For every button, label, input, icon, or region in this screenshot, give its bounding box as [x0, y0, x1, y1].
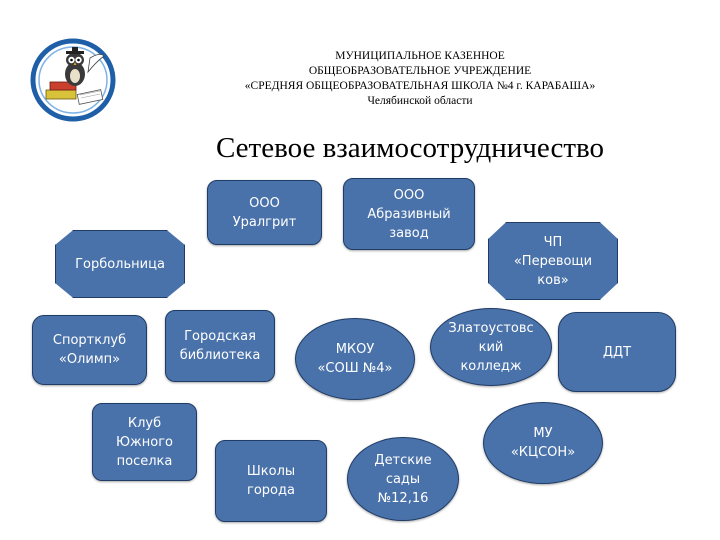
header-line-3: «СРЕДНЯЯ ОБЩЕОБРАЗОВАТЕЛЬНАЯ ШКОЛА №4 г.…	[244, 80, 596, 92]
node-klub-yuzhnogo-poselka: Клуб Южного поселка	[92, 403, 197, 481]
node-gorbolnitsa: Горбольница	[55, 230, 185, 298]
node-gorodskaya-biblioteka: Городская библиотека	[165, 310, 275, 382]
node-ddt: ДДТ	[558, 312, 676, 392]
school-header: МУНИЦИПАЛЬНОЕ КАЗЕННОЕ ОБЩЕОБРАЗОВАТЕЛЬН…	[180, 49, 660, 109]
page-title: Сетевое взаимосотрудничество	[215, 132, 605, 164]
school-logo-icon	[30, 38, 116, 122]
header-line-4: Челябинской области	[367, 95, 473, 107]
node-zlatoustovsky-kolledzh: Златоустовс кий колледж	[430, 308, 552, 386]
node-shkoly-goroda: Школы города	[215, 440, 327, 522]
node-chp-perevozchikov: ЧП «Перевощи ков»	[488, 222, 618, 300]
node-mu-kcson: МУ «КЦСОН»	[483, 402, 603, 484]
node-sportklub-olimp: Спортклуб «Олимп»	[32, 315, 147, 385]
node-ooo-abrazivny-zavod: ООО Абразивный завод	[343, 178, 475, 250]
node-detskie-sady: Детские сады №12,16	[347, 437, 459, 521]
node-mkou-sosh-4: МКОУ «СОШ №4»	[295, 318, 415, 400]
node-ooo-uralgrit: ООО Уралгрит	[207, 180, 322, 245]
header-line-1: МУНИЦИПАЛЬНОЕ КАЗЕННОЕ	[335, 50, 505, 62]
header-line-2: ОБЩЕОБРАЗОВАТЕЛЬНОЕ УЧРЕЖДЕНИЕ	[308, 65, 532, 77]
